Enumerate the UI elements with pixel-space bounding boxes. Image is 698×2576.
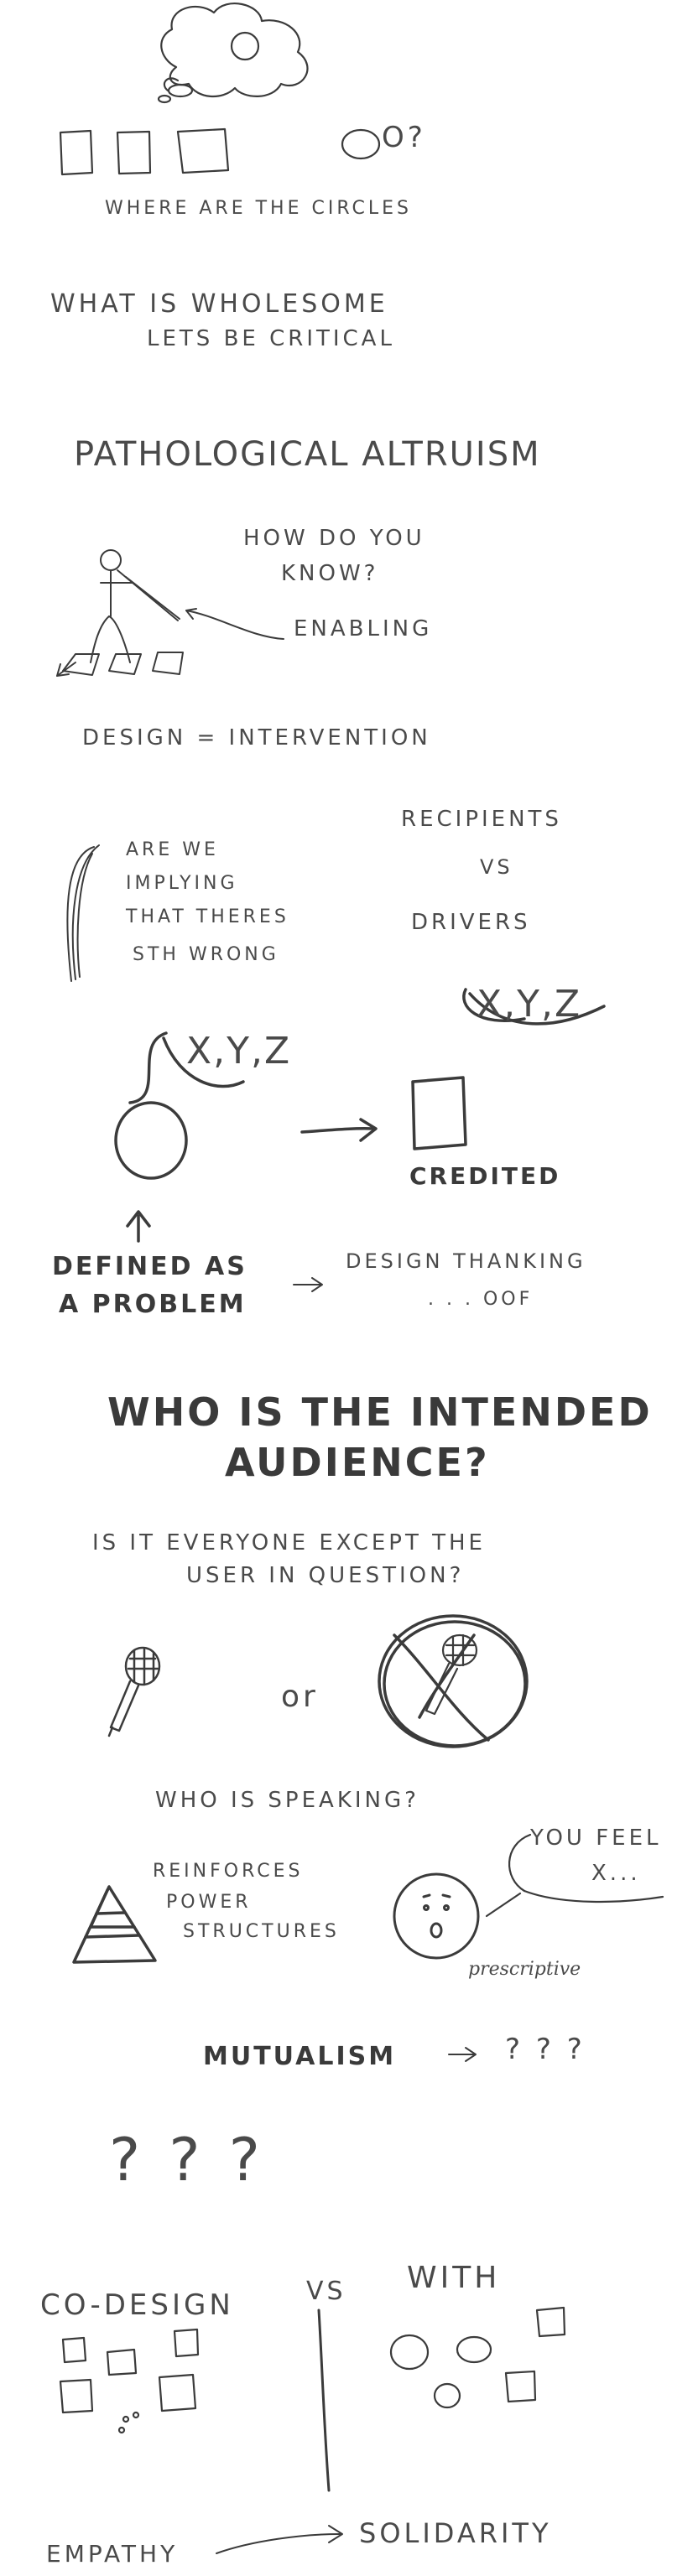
surprised-face-icon: [393, 1872, 480, 1960]
reinforces-line2: POWER: [166, 1892, 252, 1913]
prescriptive-text: prescriptive: [468, 1959, 581, 1980]
with-text: WITH: [407, 2261, 500, 2295]
who-speaking-text: WHO IS SPEAKING?: [155, 1788, 419, 1813]
vs-text-1: VS: [480, 855, 513, 879]
reinforces-line1: REINFORCES: [153, 1861, 304, 1882]
enabling-text: ENABLING: [294, 616, 432, 641]
design-thanking-text: DESIGN THANKING: [346, 1249, 586, 1273]
solidarity-text: SOLIDARITY: [359, 2517, 552, 2549]
pyramid-icon: [72, 1885, 157, 1964]
arrow-right-icon: [293, 1277, 323, 1292]
audience-title-line1: WHO IS THE INTENDED: [107, 1389, 653, 1435]
what-wholesome-text: WHAT IS WHOLESOME: [50, 289, 388, 319]
drivers-text: DRIVERS: [411, 910, 531, 935]
divider-line: [317, 2309, 331, 2492]
square-shapes: [59, 127, 230, 176]
design-intervention-text: DESIGN = INTERVENTION: [82, 725, 431, 750]
defined-as-line1: DEFINED AS: [52, 1252, 247, 1281]
xyz-left: X,Y,Z: [186, 1030, 291, 1072]
crossed-mic-head: [425, 1633, 478, 1716]
arrow-right-icon-2: [448, 2047, 477, 2062]
recipients-text: RECIPIENTS: [401, 807, 562, 832]
circles-question: O?: [382, 121, 426, 154]
vs-text-2: VS: [306, 2277, 346, 2306]
problem-circle: [114, 1101, 188, 1180]
mutualism-text: MUTUALISM: [203, 2042, 396, 2071]
implying-line1: ARE WE: [126, 839, 219, 860]
implying-line2: IMPLYING: [126, 873, 238, 894]
with-shapes: [389, 2306, 566, 2409]
speech-bracket-icon: [485, 1833, 664, 1918]
oof-text: . . . OOF: [428, 1289, 533, 1310]
stick-figure-stairs-icon: [56, 549, 284, 677]
empathy-text: EMPATHY: [46, 2540, 178, 2568]
implying-line4: STH WRONG: [133, 944, 279, 965]
circle-shape: [341, 128, 381, 160]
pathological-altruism-title: PATHOLOGICAL ALTRUISM: [74, 435, 541, 474]
mutualism-questions: ? ? ?: [505, 2033, 586, 2066]
bracket-scribble-icon: [66, 844, 100, 982]
codesign-squares: [59, 2328, 200, 2434]
circle-arrow-square-diagram: [114, 988, 606, 1243]
or-text: or: [281, 1680, 319, 1714]
where-circles-text: WHERE ARE THE CIRCLES: [105, 198, 412, 219]
big-question-marks: ? ? ?: [109, 2126, 265, 2194]
implying-line3: THAT THERES: [125, 906, 289, 927]
xyz-right: X,Y,Z: [477, 983, 581, 1026]
audience-title-line2: AUDIENCE?: [225, 1440, 490, 1485]
lets-be-critical-text: LETS BE CRITICAL: [147, 326, 395, 351]
credited-text: CREDITED: [409, 1162, 560, 1190]
reinforces-line3: STRUCTURES: [183, 1921, 340, 1942]
how-do-you-line2: KNOW?: [281, 561, 378, 586]
thought-cloud-icon: [157, 3, 309, 104]
you-feel-line2: X...: [591, 1861, 641, 1886]
defined-as-line2: A PROBLEM: [59, 1290, 247, 1319]
everyone-line1: IS IT EVERYONE EXCEPT THE: [92, 1530, 486, 1555]
credited-square: [411, 1076, 467, 1150]
how-do-you-line1: HOW DO YOU: [243, 526, 425, 551]
everyone-line2: USER IN QUESTION?: [186, 1563, 464, 1588]
you-feel-line1: YOU FEEL: [529, 1826, 662, 1851]
codesign-text: CO-DESIGN: [40, 2288, 234, 2322]
arrow-long-icon: [216, 2525, 343, 2554]
microphone-icon: [107, 1646, 161, 1737]
